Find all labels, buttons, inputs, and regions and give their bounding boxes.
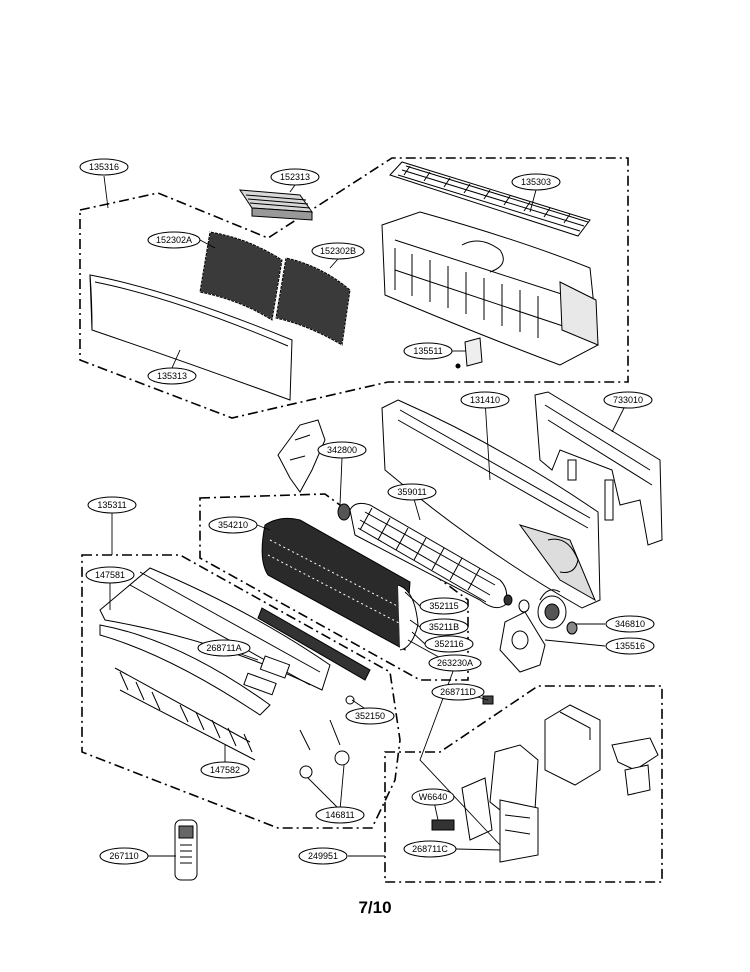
- part-number-label: 147581: [95, 570, 125, 580]
- callout-359011: 359011: [387, 483, 437, 501]
- callout-135316: 135316: [79, 158, 129, 176]
- part-number-label: 352115: [429, 601, 458, 611]
- part-number-label: 268711C: [412, 844, 448, 854]
- part-number-label: 342800: [327, 445, 357, 455]
- crossflow-fan-drawing: [349, 502, 508, 609]
- control-box-cover-drawing: [461, 744, 539, 841]
- pcb-housing-drawing: [544, 704, 601, 786]
- callout-263230A: 263230A: [428, 654, 482, 672]
- louver-link-drawing: [299, 695, 355, 779]
- part-number-label: 352116: [434, 639, 463, 649]
- callout-147581: 147581: [85, 566, 135, 584]
- part-number-label: 135313: [157, 371, 187, 381]
- stepping-motor-drawing: [243, 655, 291, 696]
- part-number-label: 35211B: [429, 622, 459, 632]
- air-filter-right-drawing: [275, 257, 351, 346]
- part-number-label: 135311: [97, 500, 126, 510]
- vane-shaft-drawing: [257, 607, 371, 681]
- part-number-label: 135516: [615, 641, 645, 651]
- group-boundary-louver-assembly: [81, 554, 401, 829]
- intake-grille-drawing: [389, 161, 591, 237]
- evaporator-coil-drawing: [261, 517, 419, 651]
- part-number-label: 135316: [89, 162, 119, 172]
- part-number-label: 267110: [109, 851, 138, 861]
- callout-352150: 352150: [345, 707, 395, 725]
- part-number-label: 146811: [325, 810, 354, 820]
- connector-drawing: [431, 819, 455, 831]
- callout-354210: 354210: [208, 516, 258, 534]
- callout-131410: 131410: [460, 391, 510, 409]
- part-number-label: 352150: [355, 711, 385, 721]
- callout-152302B: 152302B: [311, 242, 365, 260]
- filter-clip-drawing: [239, 189, 314, 221]
- mounting-plate-drawing: [534, 391, 663, 546]
- callout-135511: 135511: [403, 342, 453, 360]
- side-bracket-drawing: [277, 419, 326, 493]
- group-boundary-fan-assembly: [199, 493, 469, 681]
- group-boundary-front-panel: [79, 157, 629, 419]
- vertical-louvers-drawing: [114, 667, 256, 761]
- chassis-body-drawing: [381, 211, 599, 366]
- main-pcb-drawing: [499, 799, 539, 863]
- callout-152302A: 152302A: [147, 231, 201, 249]
- callout-135313: 135313: [147, 367, 197, 385]
- callout-146811: 146811: [315, 806, 365, 824]
- part-number-label: 152302B: [320, 246, 356, 256]
- part-number-label: 147582: [210, 765, 240, 775]
- callout-268711C: 268711C: [403, 840, 457, 858]
- part-number-label: 346810: [615, 619, 645, 629]
- callout-147582: 147582: [200, 761, 250, 779]
- part-number-label: 733010: [613, 395, 643, 405]
- callout-135311: 135311: [87, 496, 137, 514]
- part-number-label: W6640: [419, 792, 448, 802]
- callout-267110: 267110: [99, 847, 149, 865]
- fan-motor-drawing: [537, 589, 578, 635]
- group-boundary-control-box: [384, 685, 663, 883]
- callout-342800: 342800: [317, 441, 367, 459]
- display-bracket-drawing: [455, 337, 483, 369]
- air-filter-left-drawing: [199, 231, 283, 321]
- callout-352116: 352116: [424, 635, 474, 653]
- part-number-label: 135511: [413, 346, 442, 356]
- part-number-label: 268711A: [206, 643, 241, 653]
- motor-shaft-drawing: [503, 594, 530, 613]
- page-number: 7/10: [358, 898, 392, 917]
- bearing-drawing: [337, 503, 351, 521]
- callout-135516: 135516: [605, 637, 655, 655]
- remote-controller-drawing: [174, 819, 198, 881]
- part-number-label: 359011: [397, 487, 426, 497]
- cabinet-body-drawing: [381, 399, 601, 609]
- motor-mount-drawing: [499, 611, 546, 673]
- callout-268711D: 268711D: [431, 683, 485, 701]
- part-number-label: 268711D: [440, 687, 476, 697]
- terminal-bracket-drawing: [611, 737, 659, 796]
- part-number-label: 152302A: [156, 235, 192, 245]
- callout-346810: 346810: [605, 615, 655, 633]
- callout-733010: 733010: [603, 391, 653, 409]
- callout-352115: 352115: [419, 597, 469, 615]
- part-number-label: 249951: [308, 851, 338, 861]
- callout-249951: 249951: [298, 847, 348, 865]
- callout-35211B: 35211B: [419, 618, 469, 636]
- callout-W6640: W6640: [411, 788, 455, 806]
- callout-135303: 135303: [511, 173, 561, 191]
- callout-152313: 152313: [270, 168, 320, 186]
- part-number-label: 131410: [470, 395, 500, 405]
- part-number-label: 152313: [280, 172, 310, 182]
- part-number-label: 354210: [218, 520, 248, 530]
- part-number-label: 263230A: [437, 658, 473, 668]
- part-number-label: 135303: [521, 177, 551, 187]
- front-panel-drawing: [89, 274, 293, 401]
- callout-268711A: 268711A: [197, 639, 251, 657]
